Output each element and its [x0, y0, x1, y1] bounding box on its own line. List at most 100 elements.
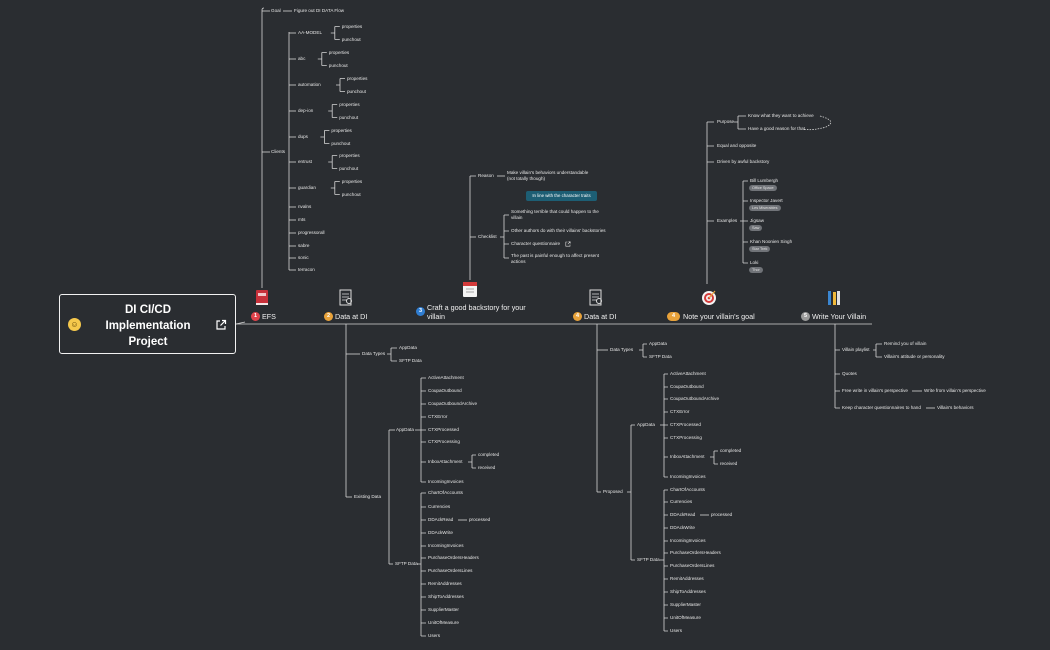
client-node[interactable]: sonic [298, 255, 309, 260]
client-child[interactable]: properties [341, 178, 363, 184]
node-equal-opposite[interactable]: Equal and opposite [717, 143, 757, 148]
sftp-item[interactable]: ChartOfAccounts [670, 487, 705, 492]
sftp-item[interactable]: DDAckWrite [670, 525, 695, 530]
appdata-item[interactable]: IncomingInvoices [428, 479, 464, 484]
client-node[interactable]: mts [298, 217, 306, 222]
node-quotes[interactable]: Quotes [842, 371, 857, 376]
node-playlist-child[interactable]: Remind you of villain [884, 341, 927, 346]
node-appdata[interactable]: AppData [396, 427, 414, 432]
client-child[interactable]: properties [331, 127, 352, 133]
node-completed[interactable]: completed [720, 448, 742, 453]
appdata-item[interactable]: CoupaOutboundArchive [670, 396, 720, 401]
appdata-item[interactable]: IncomingInvoices [670, 474, 706, 479]
node-processed[interactable]: processed [469, 517, 491, 522]
client-child[interactable]: properties [347, 75, 368, 81]
client-node[interactable]: nvalns [298, 204, 312, 209]
sftp-item[interactable]: Users [428, 633, 440, 638]
node-appdata[interactable]: AppData [637, 422, 655, 427]
topic-data-at-di-left[interactable]: Data at DI [335, 312, 368, 321]
client-child[interactable]: punchout [347, 88, 366, 94]
client-node[interactable]: automation [298, 82, 321, 87]
node-reason-child[interactable]: Make villain's behaviors understandable … [507, 170, 589, 181]
sftp-item[interactable]: DDAckRead [428, 517, 454, 522]
node-goal-child[interactable]: Figure out DI DATA Flow [294, 8, 345, 13]
node-purpose[interactable]: Purpose [717, 119, 735, 124]
sftp-item[interactable]: RemitAddresses [670, 576, 704, 581]
node-questionnaires-child[interactable]: Villain's behaviors [937, 405, 974, 410]
client-node[interactable]: progressorall [298, 230, 325, 235]
sftp-item[interactable]: UnitOfMeasure [670, 615, 701, 620]
client-node[interactable]: AA-MODEL [298, 30, 322, 35]
node-clients[interactable]: Clients [271, 149, 286, 154]
appdata-item[interactable]: CTXProcessing [670, 435, 702, 440]
node-existing-data[interactable]: Existing Data [354, 494, 382, 499]
appdata-item[interactable]: CoupaOutboundArchive [428, 401, 478, 406]
checklist-item[interactable]: Character questionnaire [511, 241, 561, 246]
node-reason[interactable]: Reason [478, 173, 494, 178]
example-name[interactable]: Jigsaw [750, 218, 765, 223]
external-link-icon[interactable] [565, 241, 571, 247]
appdata-item[interactable]: ActiveAttachment [428, 375, 464, 380]
client-child[interactable]: punchout [341, 36, 361, 42]
node-received[interactable]: received [478, 465, 496, 470]
node-sftp-data[interactable]: SFTP Data [649, 354, 672, 359]
checklist-item[interactable]: Something terrible that could happen to … [511, 209, 599, 220]
example-tag[interactable]: Saw [749, 225, 763, 231]
topic-data-at-di-right[interactable]: Data at DI [584, 312, 617, 321]
example-tag[interactable]: Office Space [749, 185, 777, 191]
node-appdata[interactable]: AppData [649, 341, 667, 346]
appdata-item[interactable]: CTXError [428, 414, 448, 419]
node-processed[interactable]: processed [711, 512, 733, 517]
sftp-item[interactable]: ShipToAddresses [428, 594, 464, 599]
node-appdata[interactable]: AppData [399, 345, 417, 350]
sftp-item[interactable]: DDAckRead [670, 512, 696, 517]
node-received[interactable]: received [720, 461, 738, 466]
node-driven-backstory[interactable]: Driven by awful backstory [717, 159, 770, 164]
sftp-item[interactable]: PurchaseOrdersHeaders [670, 550, 721, 555]
node-goal[interactable]: Goal [271, 8, 281, 13]
sftp-item[interactable]: UnitOfMeasure [428, 620, 459, 625]
topic-efs[interactable]: EFS [262, 312, 276, 321]
callout-note[interactable]: In line with the character traits [526, 191, 597, 201]
node-sftp-data[interactable]: SFTP Data [399, 358, 422, 363]
example-name[interactable]: Khan Noonien Singh [750, 239, 793, 244]
example-tag[interactable]: Les Miserables [749, 205, 781, 211]
client-child[interactable]: properties [339, 152, 360, 158]
node-completed[interactable]: completed [478, 452, 500, 457]
client-child[interactable]: punchout [331, 140, 351, 146]
client-child[interactable]: punchout [328, 62, 348, 68]
sftp-item[interactable]: PurchaseOrdersLines [428, 568, 473, 573]
checklist-item[interactable]: The past is painful enough to affect pre… [511, 253, 600, 264]
client-node[interactable]: sabre [298, 243, 310, 248]
appdata-item[interactable]: InboxAttachment [670, 454, 705, 459]
node-checklist[interactable]: Checklist [478, 234, 497, 239]
client-node[interactable]: terracon [298, 267, 315, 272]
node-purpose-child[interactable]: Know what they want to achieve [748, 113, 814, 118]
sftp-item[interactable]: ChartOfAccounts [428, 490, 463, 495]
example-tag[interactable]: Star Trek [749, 246, 771, 252]
node-purpose-child[interactable]: Have a good reason for that [748, 126, 805, 131]
sftp-item[interactable]: PurchaseOrdersHeaders [428, 555, 479, 560]
node-sftp-data[interactable]: SFTP Data [395, 561, 418, 566]
client-node[interactable]: dups [298, 134, 308, 139]
client-child[interactable]: properties [339, 101, 360, 107]
example-name[interactable]: Inspector Javert [750, 198, 783, 203]
client-child[interactable]: punchout [339, 165, 359, 171]
node-data-types[interactable]: Data Types [362, 351, 386, 356]
client-child[interactable]: punchout [341, 191, 361, 197]
appdata-item[interactable]: CoupaOutbound [670, 384, 704, 389]
appdata-item[interactable]: ActiveAttachment [670, 371, 706, 376]
checklist-item[interactable]: Other authors do with their villains' ba… [511, 228, 606, 233]
sftp-item[interactable]: SupplierMaster [670, 602, 701, 607]
appdata-item[interactable]: CTXError [670, 409, 690, 414]
client-child[interactable]: properties [341, 23, 363, 29]
example-name[interactable]: Bill Lumbergh [750, 178, 779, 183]
topic-write-villain[interactable]: Write Your Villain [812, 312, 867, 321]
external-link-icon[interactable] [215, 319, 227, 331]
node-free-write[interactable]: Free write in villain's perspective [842, 388, 908, 393]
appdata-item[interactable]: CTXProcessing [428, 439, 460, 444]
sftp-item[interactable]: ShipToAddresses [670, 589, 706, 594]
sftp-item[interactable]: PurchaseOrdersLines [670, 563, 715, 568]
node-sftp-data[interactable]: SFTP Data [637, 557, 660, 562]
